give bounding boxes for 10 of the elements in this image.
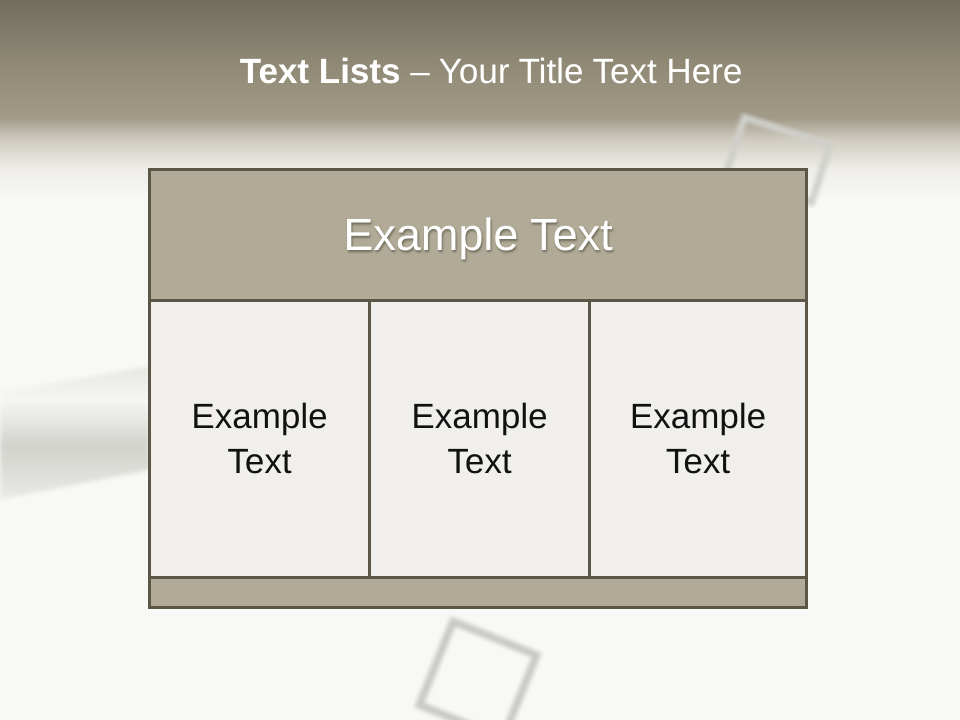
slide-title: Text Lists – Your Title Text Here [240, 52, 742, 92]
panel-text: Example Text [190, 396, 329, 483]
text-panel [588, 299, 808, 579]
panel-text: Example Text [628, 396, 768, 483]
footer-bar [148, 576, 808, 609]
text-panel [368, 299, 591, 579]
text-panel [148, 299, 371, 579]
panel-text: Example Text [410, 396, 549, 483]
header-band [148, 168, 808, 302]
header-text: Example Text [343, 208, 613, 262]
